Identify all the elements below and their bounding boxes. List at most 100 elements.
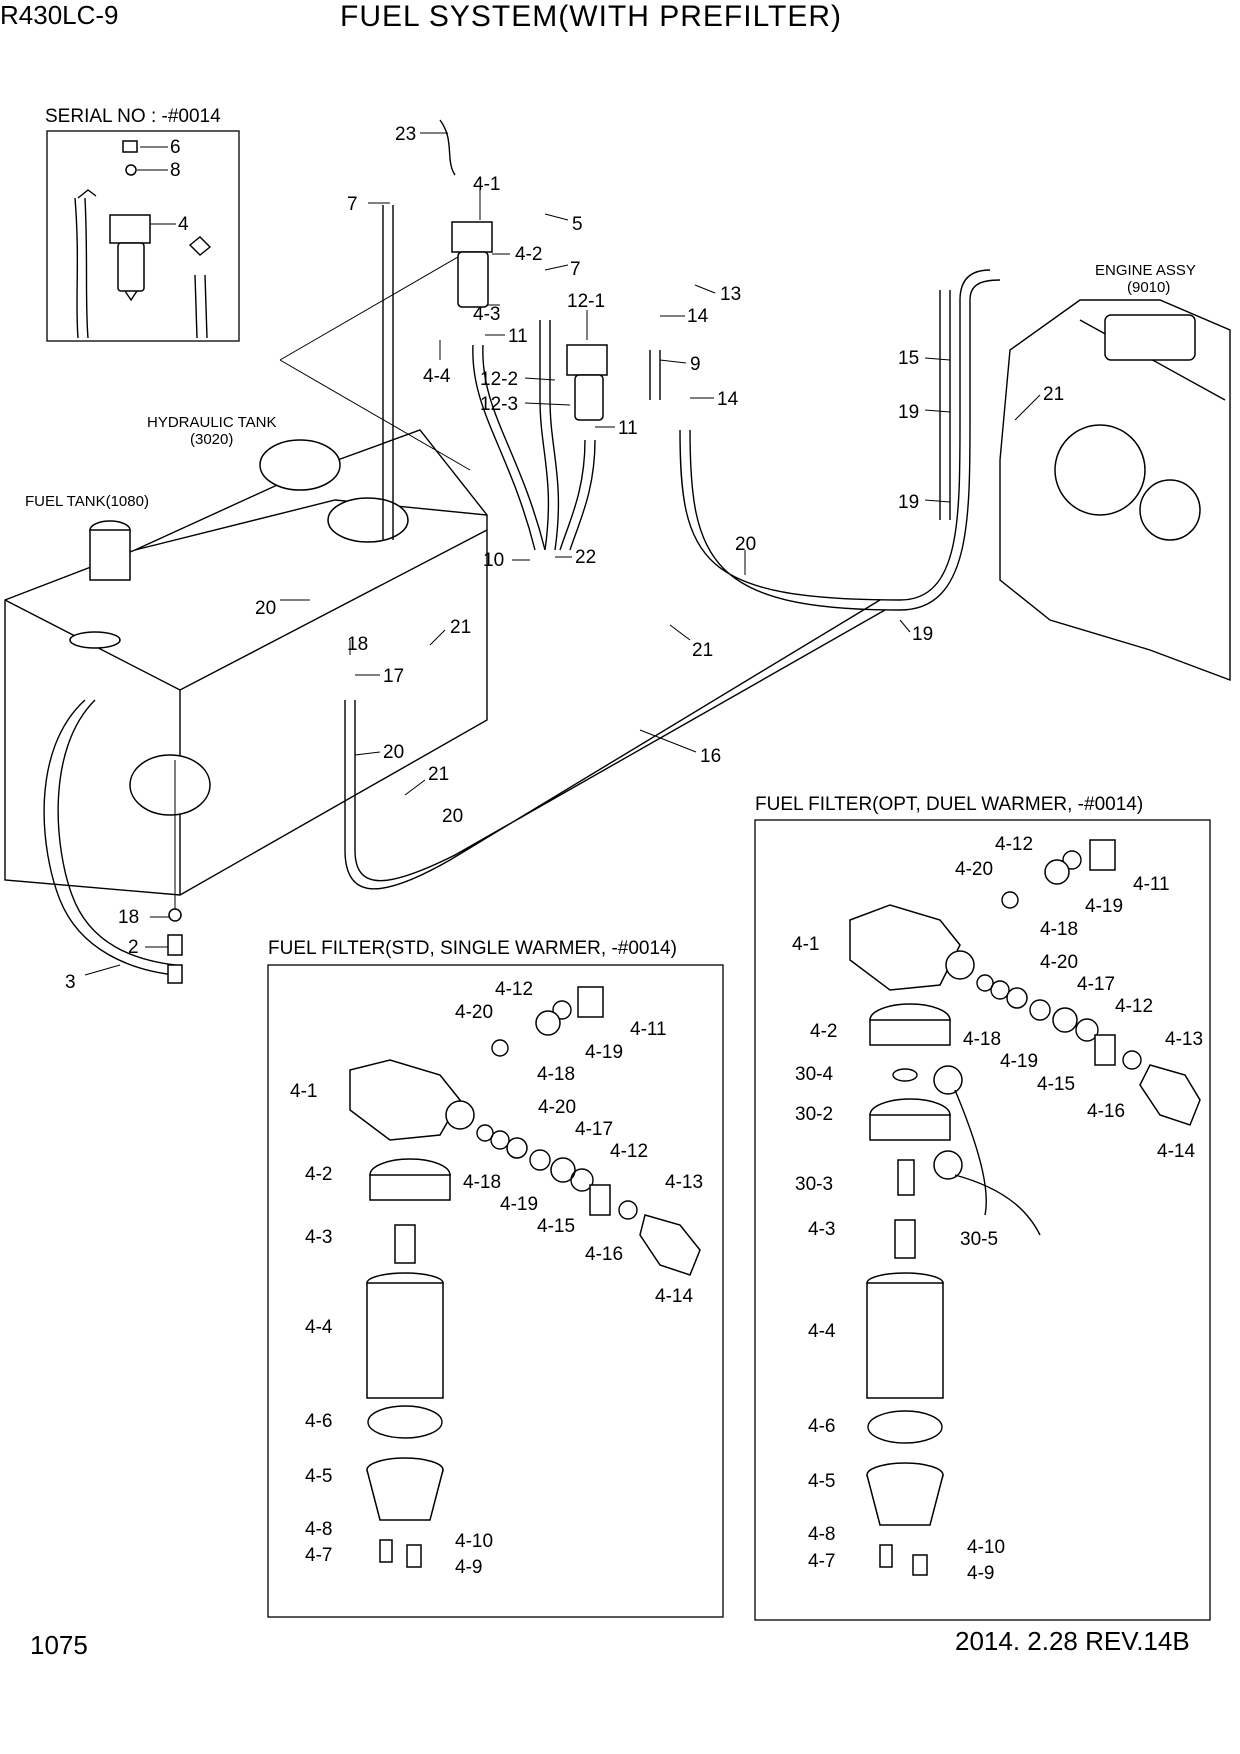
- std-4-3: 4-3: [305, 1227, 332, 1248]
- serial-caption: SERIAL NO : -#0014: [45, 106, 221, 127]
- callout-19-c: 19: [912, 624, 933, 645]
- opt-4-18-a: 4-18: [1040, 919, 1078, 940]
- engine-assy-label: ENGINE ASSY: [1095, 262, 1196, 279]
- std-4-7: 4-7: [305, 1545, 332, 1566]
- hydraulic-tank-label: HYDRAULIC TANK: [147, 414, 276, 431]
- callout-14-b: 14: [717, 389, 739, 410]
- callout-4-2: 4-2: [515, 244, 542, 265]
- callout-18-b: 18: [118, 907, 139, 928]
- opt-4-17: 4-17: [1077, 974, 1115, 995]
- callout-10: 10: [483, 550, 504, 571]
- callout-9: 9: [690, 354, 701, 375]
- callout-11-a: 11: [508, 326, 528, 347]
- std-4-10: 4-10: [455, 1531, 493, 1552]
- std-4-20-a: 4-20: [455, 1002, 493, 1023]
- opt-4-16: 4-16: [1087, 1101, 1125, 1122]
- std-4-4: 4-4: [305, 1317, 333, 1338]
- callout-13: 13: [720, 284, 741, 305]
- callout-21-a: 21: [1043, 384, 1064, 405]
- callout-23: 23: [395, 124, 416, 145]
- opt-4-6: 4-6: [808, 1416, 835, 1437]
- callout-21-d: 21: [428, 764, 449, 785]
- serial-inset: SERIAL NO : -#0014 6 8 4: [45, 106, 240, 342]
- opt-4-5: 4-5: [808, 1471, 835, 1492]
- filter-std-inset: FUEL FILTER(STD, SINGLE WARMER, -#0014): [267, 938, 724, 1618]
- callout-12-3: 12-3: [480, 394, 518, 415]
- callout-21-c: 21: [450, 617, 471, 638]
- opt-4-14: 4-14: [1157, 1141, 1195, 1162]
- std-4-19-b: 4-19: [500, 1194, 538, 1215]
- filter-opt-caption: FUEL FILTER(OPT, DUEL WARMER, -#0014): [755, 794, 1143, 815]
- opt-30-2: 30-2: [795, 1104, 833, 1125]
- callout-20-b: 20: [255, 598, 276, 619]
- std-4-11: 4-11: [630, 1019, 667, 1040]
- filter-std-caption: FUEL FILTER(STD, SINGLE WARMER, -#0014): [268, 938, 677, 959]
- std-4-15: 4-15: [537, 1216, 575, 1237]
- std-4-14: 4-14: [655, 1286, 693, 1307]
- callout-11-b: 11: [618, 418, 638, 439]
- callout-12-2: 12-2: [480, 369, 518, 390]
- callout-4-3: 4-3: [473, 304, 500, 325]
- model-code: R430LC-9: [0, 0, 119, 30]
- callout-19-b: 19: [898, 492, 919, 513]
- callout-22: 22: [575, 547, 596, 568]
- std-4-8: 4-8: [305, 1519, 332, 1540]
- callout-18-a: 18: [347, 634, 368, 655]
- callout-3: 3: [65, 972, 76, 993]
- opt-4-20-b: 4-20: [1040, 952, 1078, 973]
- callout-20-d: 20: [442, 806, 463, 827]
- callout-8: 8: [170, 160, 181, 181]
- opt-4-13: 4-13: [1165, 1029, 1203, 1050]
- callout-2: 2: [128, 937, 139, 958]
- engine-assy-number: (9010): [1127, 279, 1170, 296]
- fuel-tank-label: FUEL TANK(1080): [25, 493, 149, 510]
- callout-12-1: 12-1: [567, 291, 605, 312]
- opt-4-11: 4-11: [1133, 874, 1170, 895]
- std-4-12-b: 4-12: [610, 1141, 648, 1162]
- opt-4-12-a: 4-12: [995, 834, 1033, 855]
- opt-4-19-b: 4-19: [1000, 1051, 1038, 1072]
- callout-20-c: 20: [383, 742, 404, 763]
- opt-4-10: 4-10: [967, 1537, 1005, 1558]
- callout-21-b: 21: [692, 640, 713, 661]
- opt-30-4: 30-4: [795, 1064, 833, 1085]
- callout-19-a: 19: [898, 402, 919, 423]
- callout-17: 17: [383, 666, 404, 687]
- page-number: 1075: [30, 1630, 88, 1660]
- std-4-20-b: 4-20: [538, 1097, 576, 1118]
- opt-30-5: 30-5: [960, 1229, 998, 1250]
- callout-5: 5: [572, 214, 583, 235]
- opt-4-19-a: 4-19: [1085, 896, 1123, 917]
- std-4-18-b: 4-18: [463, 1172, 501, 1193]
- std-4-16: 4-16: [585, 1244, 623, 1265]
- std-4-9: 4-9: [455, 1557, 482, 1578]
- opt-4-20-a: 4-20: [955, 859, 993, 880]
- callout-4: 4: [178, 214, 189, 235]
- callout-4-4: 4-4: [423, 366, 451, 387]
- opt-4-8: 4-8: [808, 1524, 835, 1545]
- opt-4-1: 4-1: [792, 934, 819, 955]
- filter-opt-inset: FUEL FILTER(OPT, DUEL WARMER, -#0014): [754, 794, 1211, 1621]
- hydraulic-tank-number: (3020): [190, 431, 233, 448]
- opt-4-3: 4-3: [808, 1219, 835, 1240]
- opt-30-3: 30-3: [795, 1174, 833, 1195]
- opt-4-18-b: 4-18: [963, 1029, 1001, 1050]
- std-4-17: 4-17: [575, 1119, 613, 1140]
- opt-4-9: 4-9: [967, 1563, 994, 1584]
- opt-4-2: 4-2: [810, 1021, 837, 1042]
- callout-15: 15: [898, 348, 919, 369]
- callout-4-1: 4-1: [473, 174, 500, 195]
- opt-4-4: 4-4: [808, 1321, 836, 1342]
- std-4-5: 4-5: [305, 1466, 332, 1487]
- callout-6: 6: [170, 137, 181, 158]
- opt-4-7: 4-7: [808, 1551, 835, 1572]
- std-4-19-a: 4-19: [585, 1042, 623, 1063]
- callout-16: 16: [700, 746, 721, 767]
- callout-7-b: 7: [570, 259, 581, 280]
- opt-4-15: 4-15: [1037, 1074, 1075, 1095]
- std-4-6: 4-6: [305, 1411, 332, 1432]
- callout-20-a: 20: [735, 534, 756, 555]
- main-assembly: HYDRAULIC TANK (3020) FUEL TANK(1080) EN…: [4, 119, 1231, 993]
- revision-date: 2014. 2.28 REV.14B: [955, 1626, 1190, 1656]
